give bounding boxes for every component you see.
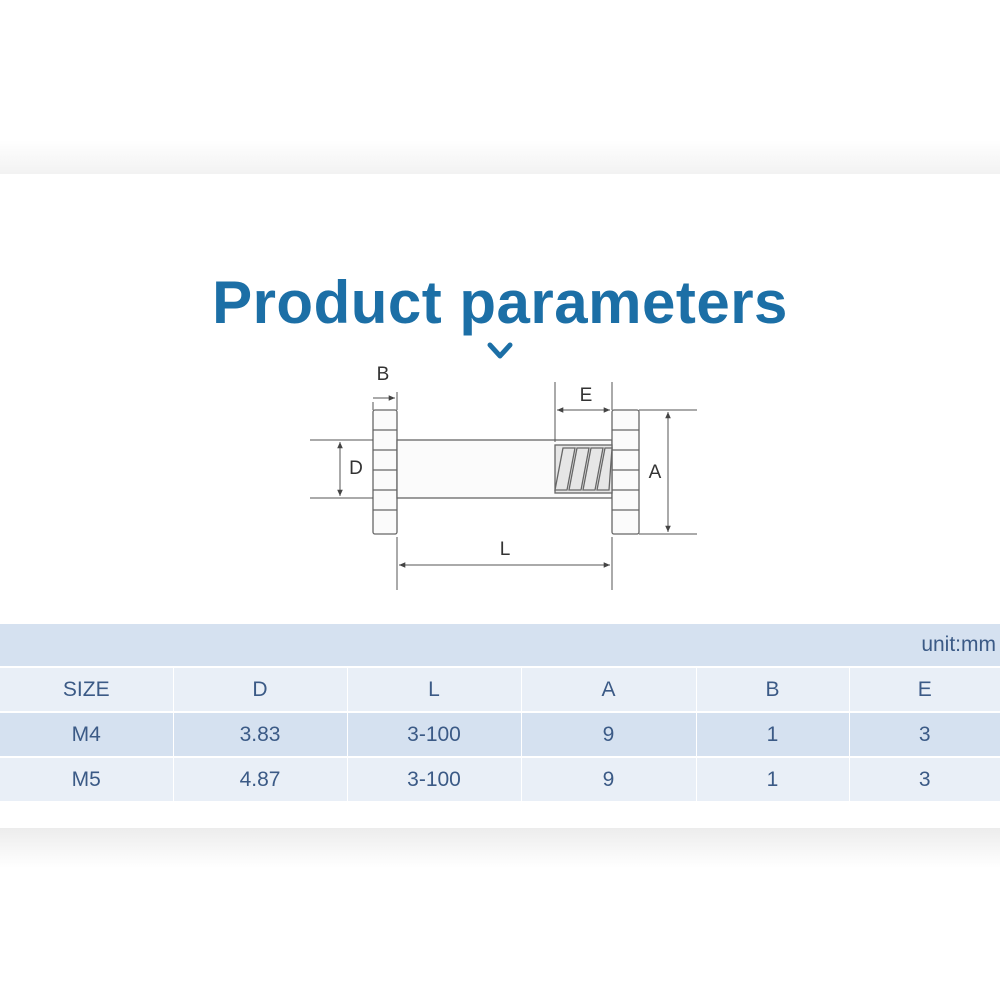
dim-label-l: L xyxy=(500,539,511,560)
dimension-lines xyxy=(310,382,697,590)
cell-size: M4 xyxy=(0,712,174,758)
chevron-down-icon xyxy=(487,342,513,359)
cell-b: 1 xyxy=(696,757,850,803)
table-header-row: SIZE D L A B E xyxy=(0,668,1000,713)
cell-d: 3.83 xyxy=(173,712,348,758)
header-l: L xyxy=(347,668,522,713)
cell-l: 3-100 xyxy=(347,712,522,758)
table-row: M5 4.87 3-100 9 1 3 xyxy=(0,757,1000,803)
screw-dimension-diagram: B E D A L xyxy=(310,364,697,590)
dim-label-b: B xyxy=(377,364,390,385)
header-size: SIZE xyxy=(0,668,174,713)
cell-size: M5 xyxy=(0,757,174,803)
thread-detail xyxy=(554,444,613,494)
header-d: D xyxy=(173,668,348,713)
cell-a: 9 xyxy=(521,712,697,758)
cell-b: 1 xyxy=(696,712,850,758)
header-a: A xyxy=(521,668,697,713)
spec-table: SIZE D L A B E M4 3.83 3-100 9 1 3 M5 4.… xyxy=(0,668,1000,803)
section-band-top-shadow xyxy=(0,140,1000,174)
page-title: Product parameters xyxy=(212,269,788,336)
cell-a: 9 xyxy=(521,757,697,803)
table-row: M4 3.83 3-100 9 1 3 xyxy=(0,712,1000,758)
dim-label-e: E xyxy=(580,385,593,406)
dim-label-a: A xyxy=(649,462,662,483)
dim-label-d: D xyxy=(349,458,363,479)
unit-bar: unit:mm xyxy=(0,624,1000,666)
cell-e: 3 xyxy=(849,757,1000,803)
section-band-bottom-shadow xyxy=(0,828,1000,868)
cell-l: 3-100 xyxy=(347,757,522,803)
unit-label: unit:mm xyxy=(921,633,996,656)
cell-e: 3 xyxy=(849,712,1000,758)
header-b: B xyxy=(696,668,850,713)
cell-d: 4.87 xyxy=(173,757,348,803)
header-e: E xyxy=(849,668,1000,713)
